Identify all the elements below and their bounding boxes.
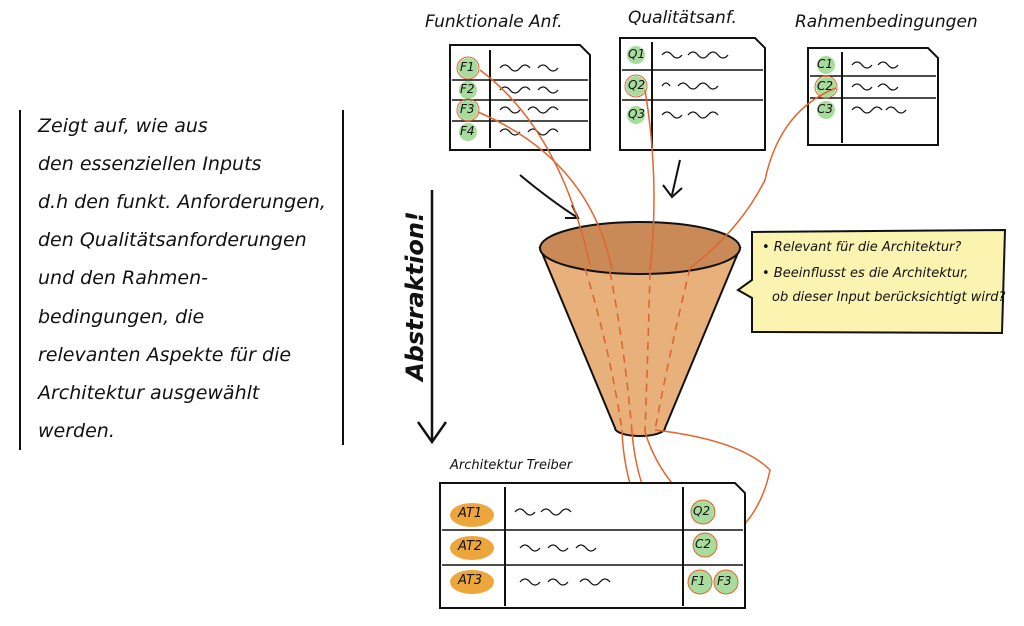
description-line: Architektur ausgewählt <box>38 382 260 404</box>
driver-id: AT3 <box>458 573 483 588</box>
description-line: den Qualitätsanforderungen <box>38 229 307 251</box>
constraints-title: Rahmenbedingungen <box>795 12 978 32</box>
description-line: relevanten Aspekte für die <box>38 344 292 366</box>
description-line: Zeigt auf, wie aus <box>38 115 208 137</box>
description-line: d.h den funkt. Anforderungen, <box>38 191 326 213</box>
driver-id: AT2 <box>458 539 483 554</box>
callout-line: • Relevant für die Architektur? <box>762 240 962 255</box>
description-line: und den Rahmen- <box>38 267 208 289</box>
callout-line: • Beeinflusst es die Architektur, <box>762 266 969 281</box>
drivers-title: Architektur Treiber <box>450 458 573 473</box>
constraint-id: C1 <box>817 57 834 71</box>
constraints-doc <box>807 47 939 146</box>
funnel <box>538 221 742 437</box>
constraint-id: C3 <box>817 102 834 116</box>
constraint-id: C2 <box>817 79 834 93</box>
quality-id: Q3 <box>628 107 646 121</box>
quality-id: Q1 <box>628 47 646 61</box>
abstraction-label: Abstraktion! <box>401 211 429 381</box>
functional-id: F1 <box>460 60 475 74</box>
functional-id: F2 <box>460 82 475 96</box>
description-line: bedingungen, die <box>38 306 205 328</box>
description-line: den essenziellen Inputs <box>38 153 262 175</box>
driver-source: F3 <box>717 574 732 588</box>
driver-source: C2 <box>695 537 712 551</box>
callout-bubble <box>736 228 1007 335</box>
quality-id: Q2 <box>628 78 646 92</box>
driver-source: Q2 <box>693 504 711 518</box>
description-line: werden. <box>38 420 115 442</box>
driver-source: F1 <box>691 574 706 588</box>
drivers-doc <box>439 482 746 609</box>
quality-title: Qualitätsanf. <box>628 8 737 28</box>
quality-doc <box>619 37 766 151</box>
callout-line: ob dieser Input berücksichtigt wird? <box>772 290 1006 305</box>
functional-doc <box>449 44 591 151</box>
arrow-quality <box>662 159 683 199</box>
driver-id: AT1 <box>458 506 483 521</box>
functional-title: Funktionale Anf. <box>425 12 563 32</box>
functional-id: F4 <box>460 124 475 138</box>
functional-id: F3 <box>460 102 475 116</box>
